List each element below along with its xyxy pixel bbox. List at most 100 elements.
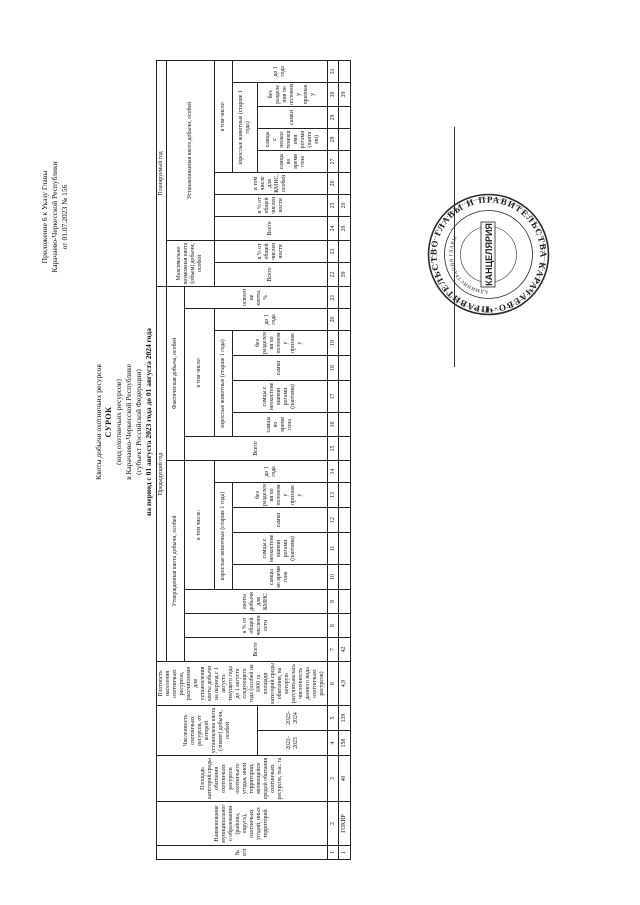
- column-number-23: 23: [327, 240, 339, 263]
- quota-table: № п/п Наименование муниципального образо…: [156, 60, 351, 860]
- column-number-16: 16: [327, 412, 339, 437]
- column-number-25: 25: [327, 194, 339, 217]
- column-number-14: 14: [327, 460, 339, 483]
- column-number-9: 9: [327, 589, 339, 614]
- appendix-line-1: Приложение 6 к Указу Главы: [40, 170, 49, 264]
- table-cell-20: [338, 308, 351, 331]
- header-approved-quota: Утвержденная квота добычи, особей: [166, 460, 185, 662]
- header-prev-females: самки: [232, 507, 328, 533]
- table-cell-17: [338, 380, 351, 413]
- table-cell-24: 39: [338, 216, 351, 241]
- column-number-18: 18: [327, 355, 339, 381]
- table-cell-21: [338, 286, 351, 309]
- header-plan-under1: до 1 года: [232, 60, 328, 83]
- header-plan-kmns: в том числе для КМНС, особей: [214, 172, 328, 195]
- header-plan-females: самки: [257, 106, 328, 129]
- header-actual-harvest: Фактическая добыча, особей: [166, 286, 185, 461]
- header-pct-quota: освоение квоты, %: [184, 286, 328, 309]
- table-cell-26: [338, 172, 351, 195]
- table-cell-15: [338, 436, 351, 461]
- column-number-31: 31: [327, 60, 339, 83]
- header-actual-under1: до 1 года: [214, 308, 328, 331]
- column-number-15: 15: [327, 436, 339, 461]
- header-prev-adult: взрослые животные (старше 1 года): [214, 482, 233, 590]
- table-cell-28: [338, 128, 351, 151]
- header-prev-pct: в % от общей численности: [184, 613, 328, 638]
- table-cell-29: [338, 106, 351, 129]
- table-cell-14: [338, 460, 351, 483]
- table-cell-31: [338, 60, 351, 83]
- table-cell-30: 39: [338, 82, 351, 107]
- header-planned-quota: Устанавливаемая квота добычи, особей: [166, 60, 214, 241]
- column-number-24: 24: [327, 216, 339, 241]
- table-cell-12: [338, 507, 351, 533]
- column-number-22: 22: [327, 262, 339, 287]
- column-number-27: 27: [327, 150, 339, 173]
- title-line-1: Квоты добычи охотничьих ресурсов: [94, 364, 103, 480]
- column-number-21: 21: [327, 286, 339, 309]
- header-density: Плотность населения охотничьих ресурсов,…: [156, 661, 328, 706]
- header-actual-no-sex: без разделения по половому признаку: [232, 330, 328, 356]
- table-cell-19: [338, 330, 351, 356]
- period-title: на период с 01 августа 2023 года до 01 а…: [144, 328, 153, 516]
- column-number-6: 6: [327, 661, 339, 706]
- table-cell-3: 40: [338, 755, 351, 802]
- header-prev-males-rut: самцы во время гона: [232, 564, 328, 590]
- table-cell-27: [338, 150, 351, 173]
- appendix-note: Приложение 6 к Указу Главы Карачаево-Чер…: [40, 92, 70, 342]
- column-number-13: 13: [327, 482, 339, 508]
- header-actual-females: самки: [232, 355, 328, 381]
- table-cell-5: 139: [338, 705, 351, 731]
- table-cell-7: 42: [338, 637, 351, 662]
- header-prev-males-horns: самцы с неокостеневшими рогами (пантами): [232, 532, 328, 565]
- header-plan-pct: в % от общей численности: [214, 194, 328, 217]
- appendix-line-3: от 01.07.2023 № 156: [60, 184, 69, 250]
- header-prev-kmns: квоты добычи для КМНС: [184, 589, 328, 614]
- table-cell-18: [338, 355, 351, 381]
- column-number-29: 29: [327, 106, 339, 129]
- table-cell-16: [338, 412, 351, 437]
- header-max-quota: Максимально возможная квота (объем) добы…: [166, 240, 214, 287]
- header-count: Численность охотничьих ресурсов, от кото…: [156, 705, 258, 756]
- column-number-7: 7: [327, 637, 339, 662]
- column-number-17: 17: [327, 380, 339, 413]
- header-actual-incl: в том числе:: [184, 308, 214, 437]
- header-actual-adult: взрослые животные (старше 1 года): [214, 330, 233, 437]
- table-cell-6: 4,9: [338, 661, 351, 706]
- header-year-2: 2023-2024: [257, 705, 328, 731]
- header-plan-total: Всего: [214, 216, 328, 241]
- header-name: Наименование муниципального образования …: [156, 801, 328, 846]
- appendix-line-2: Карачаево-Черкесской Республики: [50, 161, 59, 273]
- header-max-pct: в % от общей численности: [214, 240, 328, 263]
- column-number-10: 10: [327, 564, 339, 590]
- stamp-center-text: КАНЦЕЛЯРИЯ: [484, 223, 494, 286]
- column-number-3: 3: [327, 755, 339, 802]
- table-cell-1: 1: [338, 845, 351, 860]
- header-prev-total: Всего: [184, 637, 328, 662]
- column-number-20: 20: [327, 308, 339, 331]
- table-cell-10: [338, 564, 351, 590]
- table-cell-8: [338, 613, 351, 638]
- header-prev-under1: до 1 года: [214, 460, 328, 483]
- species-title: СУРОК: [104, 406, 113, 438]
- column-number-1: 1: [327, 845, 339, 860]
- document-page: Приложение 6 к Указу Главы Карачаево-Чер…: [36, 60, 576, 872]
- column-number-4: 4: [327, 730, 339, 756]
- header-planned-year: Планируемый год: [156, 60, 167, 287]
- column-number-26: 26: [327, 172, 339, 195]
- header-plan-males-horns: самцы с неокостеневшими рогами (пантами): [257, 128, 328, 151]
- header-plan-incl: в том числе:: [214, 60, 233, 173]
- column-number-5: 5: [327, 705, 339, 731]
- table-cell-13: [338, 482, 351, 508]
- header-max-total: Всего: [214, 262, 328, 287]
- table-cell-9: [338, 589, 351, 614]
- column-number-28: 28: [327, 128, 339, 151]
- table-cell-11: [338, 532, 351, 565]
- document-titles: Квоты добычи охотничьих ресурсов СУРОК (…: [94, 222, 154, 622]
- header-prev-no-sex: без разделения по половому признаку: [232, 482, 328, 508]
- header-actual-males-rut: самцы во время гона: [232, 412, 328, 437]
- header-plan-adult: взрослые животные (старше 1 года): [232, 82, 258, 173]
- header-actual-total: Всего: [184, 436, 328, 461]
- table-cell-2: ГОХНР: [338, 801, 351, 846]
